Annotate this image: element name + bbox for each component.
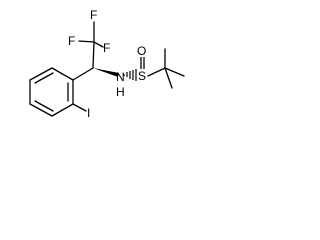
fluorine-label-top: F [90, 8, 97, 22]
fluorine-label-left: F [68, 34, 75, 48]
fluorine-label-right: F [103, 41, 110, 55]
ring-bond-4 [29, 103, 53, 117]
bond-ring-iodine [72, 103, 87, 112]
bond-cf3-ch [92, 41, 95, 69]
nitrogen-label: N [116, 70, 125, 84]
bond-cquat-me-right [164, 67, 185, 77]
structure-canvas: F F F N H S O I [0, 0, 204, 136]
bond-s-cquat [147, 67, 166, 77]
bond-s-o-double [140, 57, 145, 69]
bond-lines [29, 21, 185, 117]
bond-ch-ring [72, 67, 94, 81]
ring-bond-5 [51, 103, 74, 117]
bond-c-f-right [93, 41, 104, 48]
oxygen-label: O [137, 44, 146, 58]
hashed-bond-n-s [123, 69, 137, 81]
bond-c-f-left [78, 40, 95, 43]
wedge-bond-ch-n [93, 68, 119, 77]
iodine-label: I [87, 106, 90, 120]
ring-bond-1 [51, 67, 74, 81]
hydrogen-label: H [116, 85, 125, 99]
chemical-structure-diagram: F F F N H S O I [29, 8, 185, 120]
sulfur-label: S [138, 69, 146, 83]
ring-double-bond-a [34, 72, 54, 84]
ring-bond-2 [29, 67, 53, 81]
ring-double-bond-b [34, 100, 54, 112]
bond-cquat-me-bottom [164, 67, 173, 89]
